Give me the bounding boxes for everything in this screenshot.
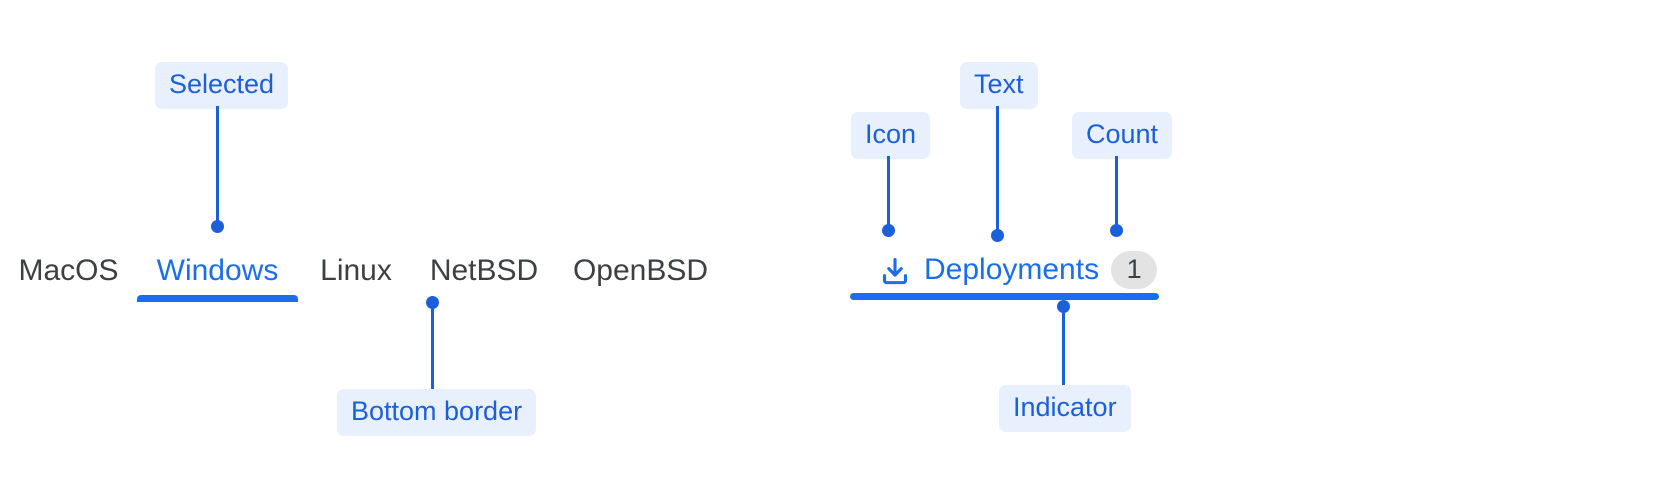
selected-tab-indicator	[137, 295, 298, 302]
annotation-bottom-border: Bottom border	[337, 389, 537, 436]
annotation-count-leader-line	[1115, 156, 1118, 229]
tab-macos-label: MacOS	[18, 254, 119, 287]
tab-macos[interactable]: MacOS	[0, 246, 137, 296]
annotation-indicator-leader-line	[1062, 306, 1065, 386]
tab-linux[interactable]: Linux	[298, 246, 414, 296]
annotation-count-anchor-dot	[1110, 224, 1123, 237]
tab-windows[interactable]: Windows	[137, 246, 298, 296]
annotation-bottom-border-label: Bottom border	[351, 396, 523, 426]
annotation-bottom-border-leader-line	[431, 302, 434, 390]
annotation-icon: Icon	[851, 112, 931, 159]
tab-windows-label: Windows	[156, 254, 279, 287]
annotation-icon-label: Icon	[865, 119, 917, 149]
deployments-tab-content: Deployments 1	[850, 246, 1158, 293]
annotation-text: Text	[960, 62, 1038, 109]
annotation-selected-anchor-dot	[211, 220, 224, 233]
deployments-tab-indicator	[850, 293, 1159, 300]
tab-netbsd-label: NetBSD	[429, 254, 539, 287]
annotation-icon-anchor-dot	[882, 224, 895, 237]
tab-netbsd[interactable]: NetBSD	[414, 246, 554, 296]
annotation-indicator-label: Indicator	[1013, 392, 1117, 422]
annotation-selected: Selected	[155, 62, 289, 109]
annotation-selected-leader-line	[216, 106, 219, 225]
deployments-tab[interactable]: Deployments 1	[850, 246, 1160, 302]
download-icon	[882, 257, 908, 284]
annotation-selected-label: Selected	[169, 69, 275, 99]
annotation-icon-leader-line	[887, 156, 890, 229]
deployments-count-badge: 1	[1111, 250, 1158, 289]
deployments-tab-label: Deployments	[924, 252, 1100, 286]
tab-openbsd[interactable]: OpenBSD	[554, 246, 727, 296]
annotation-text-anchor-dot	[991, 229, 1004, 242]
annotation-count: Count	[1072, 112, 1173, 159]
annotation-indicator: Indicator	[999, 385, 1131, 432]
annotation-text-leader-line	[996, 106, 999, 234]
annotation-count-label: Count	[1086, 119, 1159, 149]
tab-openbsd-label: OpenBSD	[572, 254, 709, 287]
tab-linux-label: Linux	[320, 254, 392, 287]
annotation-text-label: Text	[974, 69, 1024, 99]
os-tab-bar: MacOS Windows Linux NetBSD OpenBSD	[0, 246, 727, 302]
